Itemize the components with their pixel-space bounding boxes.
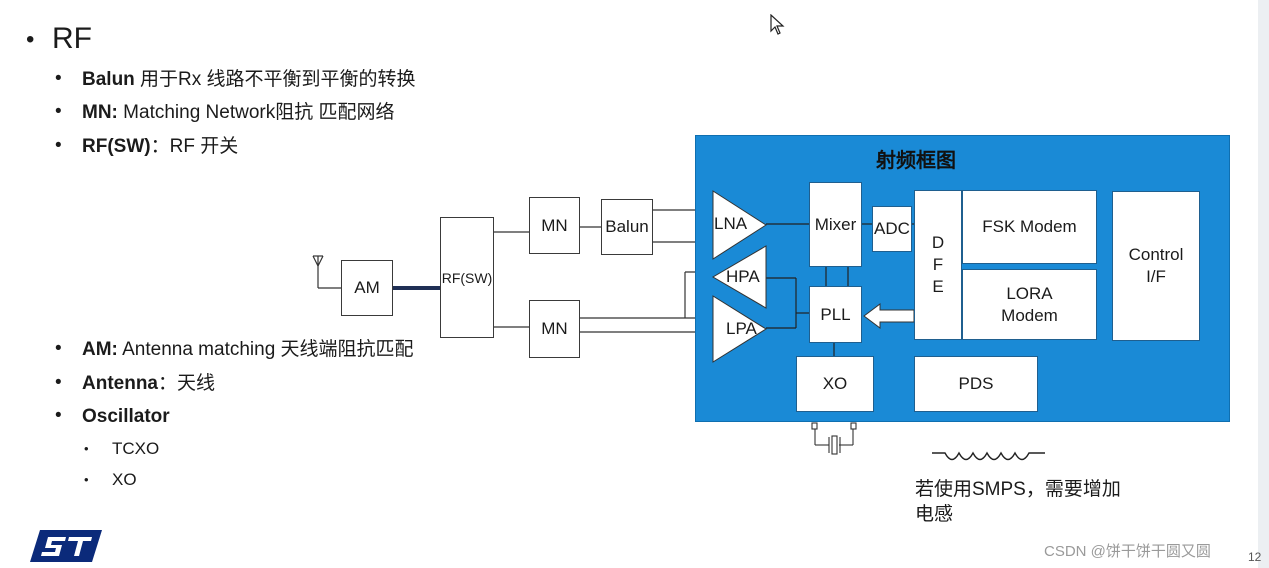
bullet-am: AM: Antenna matching 天线端阻抗匹配 [82, 339, 414, 361]
scrollbar-strip [1258, 0, 1269, 568]
lpa-label: LPA [726, 319, 757, 338]
bullet-dot: • [55, 338, 62, 359]
bullet-text: Antenna matching 天线端阻抗匹配 [117, 339, 414, 360]
dfe-letter: F [932, 255, 944, 274]
balun-block: Balun [601, 199, 653, 255]
antenna-icon [312, 255, 341, 289]
mixer-block: Mixer [809, 182, 862, 267]
bullet-dot: • [55, 135, 62, 156]
lora-line2: Modem [1001, 305, 1058, 325]
bullet-text: 用于Rx 线路不平衡到平衡的转换 [134, 69, 416, 90]
bullet-text: ：RF 开关 [150, 136, 239, 157]
st-logo [30, 530, 102, 562]
am-block: AM [341, 260, 393, 316]
bullet-dot: • [55, 101, 62, 122]
mn-top-block: MN [529, 197, 580, 254]
lpa-triangle-icon [712, 295, 767, 363]
bullet-mn: MN: Matching Network阻抗 匹配网络 [82, 102, 395, 124]
bullet-rfsw: RF(SW)：RF 开关 [82, 136, 238, 158]
inductor-icon [932, 451, 1045, 461]
bullet-text: ：天线 [158, 373, 216, 394]
dfe-letter: E [932, 277, 944, 296]
bullet-bold: Oscillator [82, 406, 170, 427]
smps-note-line2: 电感 [915, 504, 954, 525]
page-number: 12 [1248, 550, 1262, 564]
control-line1: Control [1128, 245, 1184, 264]
bullet-bold: MN: [82, 102, 118, 123]
slide-title: RF [52, 22, 92, 55]
fsk-modem-block: FSK Modem [962, 190, 1097, 264]
bullet-balun: Balun 用于Rx 线路不平衡到平衡的转换 [82, 69, 416, 91]
lna-label: LNA [714, 214, 748, 233]
hpa-triangle-icon [712, 245, 767, 309]
dfe-block: D F E [914, 190, 962, 340]
bullet-oscillator: Oscillator [82, 406, 170, 428]
osc-item-xo: XO [112, 470, 137, 489]
bullet-dot: • [55, 372, 62, 393]
watermark: CSDN @饼干饼干圆又圆 [1044, 543, 1211, 560]
sub-bullet-dot: • [84, 472, 89, 487]
bullet-text: Matching Network阻抗 匹配网络 [117, 102, 395, 123]
pll-block: PLL [809, 286, 862, 343]
lora-line1: LORA [1006, 283, 1053, 303]
control-if-block: Control I/F [1112, 191, 1200, 341]
hpa-label: HPA [726, 267, 760, 286]
title-bullet: • [26, 26, 35, 53]
rfsw-block: RF(SW) [440, 217, 494, 338]
panel-title: 射频框图 [876, 150, 956, 172]
crystal-icon [811, 422, 857, 455]
mn-bottom-block: MN [529, 300, 580, 358]
bullet-dot: • [55, 405, 62, 426]
arrow-left-icon [863, 303, 915, 329]
lna-triangle-icon [712, 190, 767, 260]
control-line2: I/F [1146, 267, 1166, 286]
rf-block-panel: 射频框图 LNA HPA LPA Mixer ADC D F E FSK Mod… [695, 135, 1230, 422]
smps-note-line1: 若使用SMPS，需要增加 [915, 479, 1121, 500]
mouse-cursor-icon [770, 14, 785, 35]
bullet-dot: • [55, 68, 62, 89]
adc-block: ADC [872, 206, 912, 252]
bullet-bold: Balun [82, 69, 135, 90]
sub-bullet-dot: • [84, 441, 89, 456]
bullet-bold: AM: [82, 339, 118, 360]
xo-block: XO [796, 356, 874, 412]
pds-block: PDS [914, 356, 1038, 412]
dfe-letter: D [931, 233, 945, 252]
bullet-bold: RF(SW) [82, 136, 151, 157]
bullet-antenna: Antenna：天线 [82, 373, 215, 395]
bullet-bold: Antenna [82, 373, 158, 394]
panel-wiring [712, 190, 1014, 363]
lora-modem-block: LORA Modem [962, 269, 1097, 340]
osc-item-tcxo: TCXO [112, 439, 160, 458]
